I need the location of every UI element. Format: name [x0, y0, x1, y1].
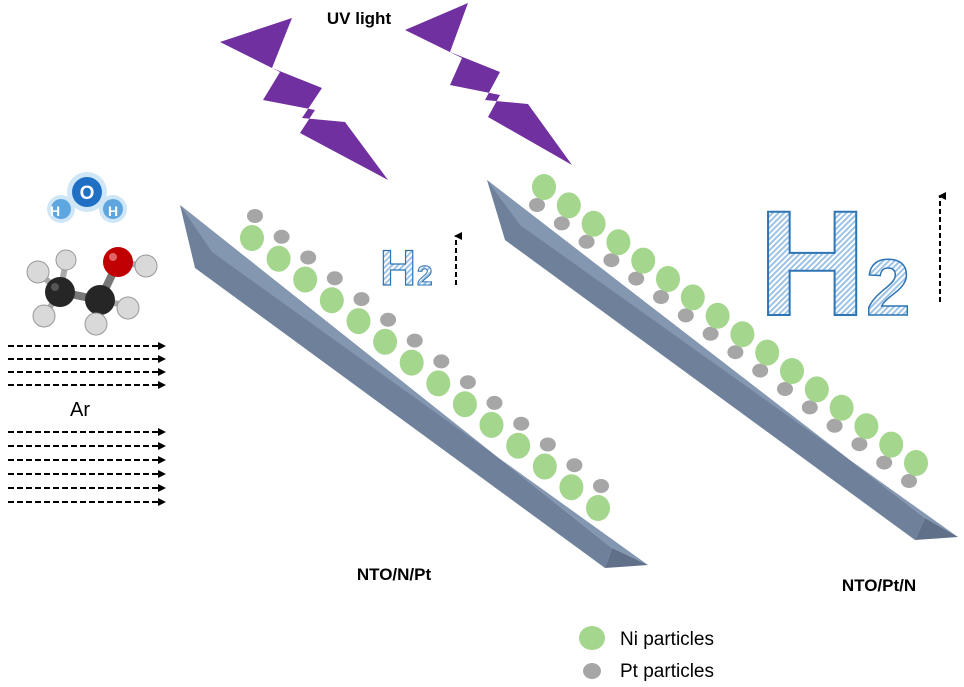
- pt-particle: [553, 216, 570, 231]
- pt-particle: [326, 271, 343, 286]
- ni-particle: [293, 266, 318, 293]
- ni-particle: [606, 229, 631, 256]
- ni-particle: [680, 284, 705, 311]
- ni-particle: [879, 431, 904, 458]
- pt-particle: [513, 416, 530, 431]
- pt-particle: [727, 345, 744, 360]
- pt-particle: [273, 229, 290, 244]
- ni-particle: [266, 245, 291, 272]
- ni-particle: [780, 358, 804, 384]
- ar-gas-label: Ar: [70, 399, 90, 421]
- h2-large-subscript: 2: [866, 243, 911, 332]
- pt-particle: [529, 198, 545, 212]
- h2-small-subscript: 2: [417, 260, 433, 291]
- pt-particle: [433, 354, 450, 369]
- right-nanorod: [487, 180, 958, 540]
- pt-particle: [300, 250, 317, 265]
- ni-particle: [755, 339, 780, 366]
- pt-particle: [777, 382, 793, 396]
- pt-particle: [653, 290, 669, 304]
- ni-particle: [705, 302, 730, 329]
- ni-particle: [656, 266, 680, 292]
- ethanol-molecule-icon: [26, 247, 158, 336]
- h2-small-label: H 2: [379, 232, 462, 297]
- ni-particle: [804, 376, 829, 403]
- ni-particle: [556, 192, 581, 219]
- pt-particle: [603, 253, 620, 268]
- ni-particle: [581, 210, 606, 237]
- pt-particle: [752, 363, 769, 378]
- ar-flow-arrows: [8, 342, 166, 506]
- pt-particle: [677, 308, 694, 323]
- left-sample-label: NTO/N/Pt: [357, 565, 432, 584]
- ni-particle: [479, 411, 504, 438]
- ni-particle: [532, 174, 556, 200]
- water-oxygen-label: O: [80, 183, 95, 204]
- ni-particle: [829, 394, 854, 421]
- ni-particle: [240, 225, 264, 251]
- left-rod-particles: [240, 209, 610, 521]
- right-rod-particles: [529, 174, 928, 488]
- legend-ni-label: Ni particles: [620, 629, 714, 650]
- pt-particle: [801, 400, 818, 415]
- ni-particle: [506, 432, 531, 459]
- pt-particle: [826, 418, 843, 433]
- ni-particle: [452, 391, 477, 418]
- pt-particle: [578, 234, 595, 249]
- legend: Ni particles Pt particles: [579, 626, 714, 682]
- ni-particle: [346, 308, 371, 335]
- water-hydrogen-left-label: H: [50, 203, 60, 219]
- pt-particle: [539, 437, 556, 452]
- legend-pt-label: Pt particles: [620, 661, 714, 682]
- ni-particle: [426, 370, 451, 397]
- pt-particle: [876, 455, 893, 470]
- pt-particle: [459, 375, 476, 390]
- h2-small-h: H: [380, 240, 416, 296]
- ni-particle: [399, 349, 424, 376]
- ni-particle: [373, 328, 398, 355]
- pt-particle: [628, 271, 645, 286]
- legend-ni-swatch: [579, 626, 605, 650]
- pt-particle: [901, 474, 917, 488]
- ni-particle: [631, 247, 656, 274]
- ni-particle: [730, 321, 755, 348]
- water-molecule-icon: O H H: [47, 172, 127, 223]
- pt-particle: [486, 395, 503, 410]
- pt-particle: [702, 326, 719, 341]
- uv-light-label: UV light: [327, 9, 392, 28]
- ni-particle: [854, 413, 879, 440]
- pt-particle: [406, 333, 423, 348]
- pt-particle: [593, 479, 609, 493]
- pt-particle: [566, 458, 583, 473]
- ni-particle: [904, 450, 928, 476]
- ni-particle: [532, 453, 557, 480]
- ni-particle: [319, 287, 344, 314]
- uv-lightning-bolt-right: [405, 3, 572, 165]
- ni-particle: [586, 495, 610, 521]
- pt-particle: [247, 209, 263, 223]
- left-nanorod: [180, 205, 648, 568]
- uv-lightning-bolt-left: [220, 18, 388, 180]
- pt-particle: [353, 292, 370, 307]
- legend-pt-swatch: [583, 663, 601, 679]
- h2-large-h: H: [758, 179, 866, 347]
- water-hydrogen-right-label: H: [108, 203, 118, 219]
- h2-large-label: H 2: [757, 178, 946, 348]
- pt-particle: [851, 437, 868, 452]
- ni-particle: [559, 474, 584, 501]
- right-sample-label: NTO/Pt/N: [842, 576, 916, 595]
- pt-particle: [380, 312, 397, 327]
